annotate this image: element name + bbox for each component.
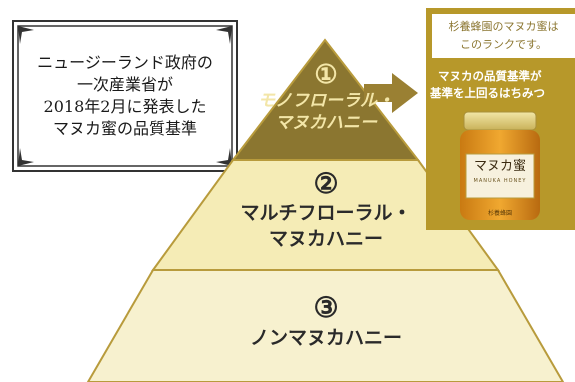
tier-2-line-2: マヌカハニー: [268, 228, 383, 250]
tier-2-label: ② マルチフローラル・ マヌカハニー: [176, 168, 476, 252]
tier-3-number: ③: [313, 291, 339, 324]
jar-maker-text: 杉養蜂園: [487, 210, 512, 217]
honey-jar-image: マヌカ蜜 MANUKA HONEY 杉養蜂園: [450, 108, 550, 224]
arrow-icon: [364, 73, 418, 113]
tier-1-line-1: モノフローラル・: [258, 91, 394, 111]
panel-sub-line-1: マヌカの品質基準が: [438, 69, 542, 83]
info-box: ニュージーランド政府の 一次産業省が 2018年2月に発表した マヌカ蜜の品質基…: [12, 20, 238, 172]
panel-header-line-2: このランクです。: [460, 38, 547, 51]
info-line-2: 一次産業省が: [76, 75, 173, 94]
tier-3-label: ③ ノンマヌカハニー: [176, 292, 476, 352]
info-box-frame: [12, 20, 238, 172]
product-panel-subtext: マヌカの品質基準が 基準を上回るはちみつ: [430, 68, 575, 102]
tier-1-line-2: マヌカハニー: [275, 113, 377, 133]
tier-2-number: ②: [313, 167, 339, 200]
info-line-3: 2018年2月に発表した: [43, 97, 207, 116]
tier-1-label: ① モノフローラル・ マヌカハニー: [236, 60, 416, 134]
honey-jar-shape: [460, 111, 540, 220]
info-line-4: マヌカ蜜の品質基準: [52, 119, 197, 138]
tier-1-number: ①: [314, 60, 338, 90]
product-panel: 杉養蜂園のマヌカ蜜は このランクです。 マヌカの品質基準が 基準を上回るはちみつ: [426, 8, 575, 230]
jar-label-text: マヌカ蜜: [473, 159, 526, 174]
tier-3-line-1: ノンマヌカハニー: [249, 327, 402, 349]
tier-2-line-1: マルチフローラル・: [240, 202, 412, 224]
product-panel-header: 杉養蜂園のマヌカ蜜は このランクです。: [432, 14, 575, 58]
jar-sublabel-text: MANUKA HONEY: [473, 178, 527, 184]
panel-sub-line-2: 基準を上回るはちみつ: [430, 86, 545, 100]
panel-header-line-1: 杉養蜂園のマヌカ蜜は: [448, 20, 559, 33]
info-line-1: ニュージーランド政府の: [37, 53, 213, 72]
